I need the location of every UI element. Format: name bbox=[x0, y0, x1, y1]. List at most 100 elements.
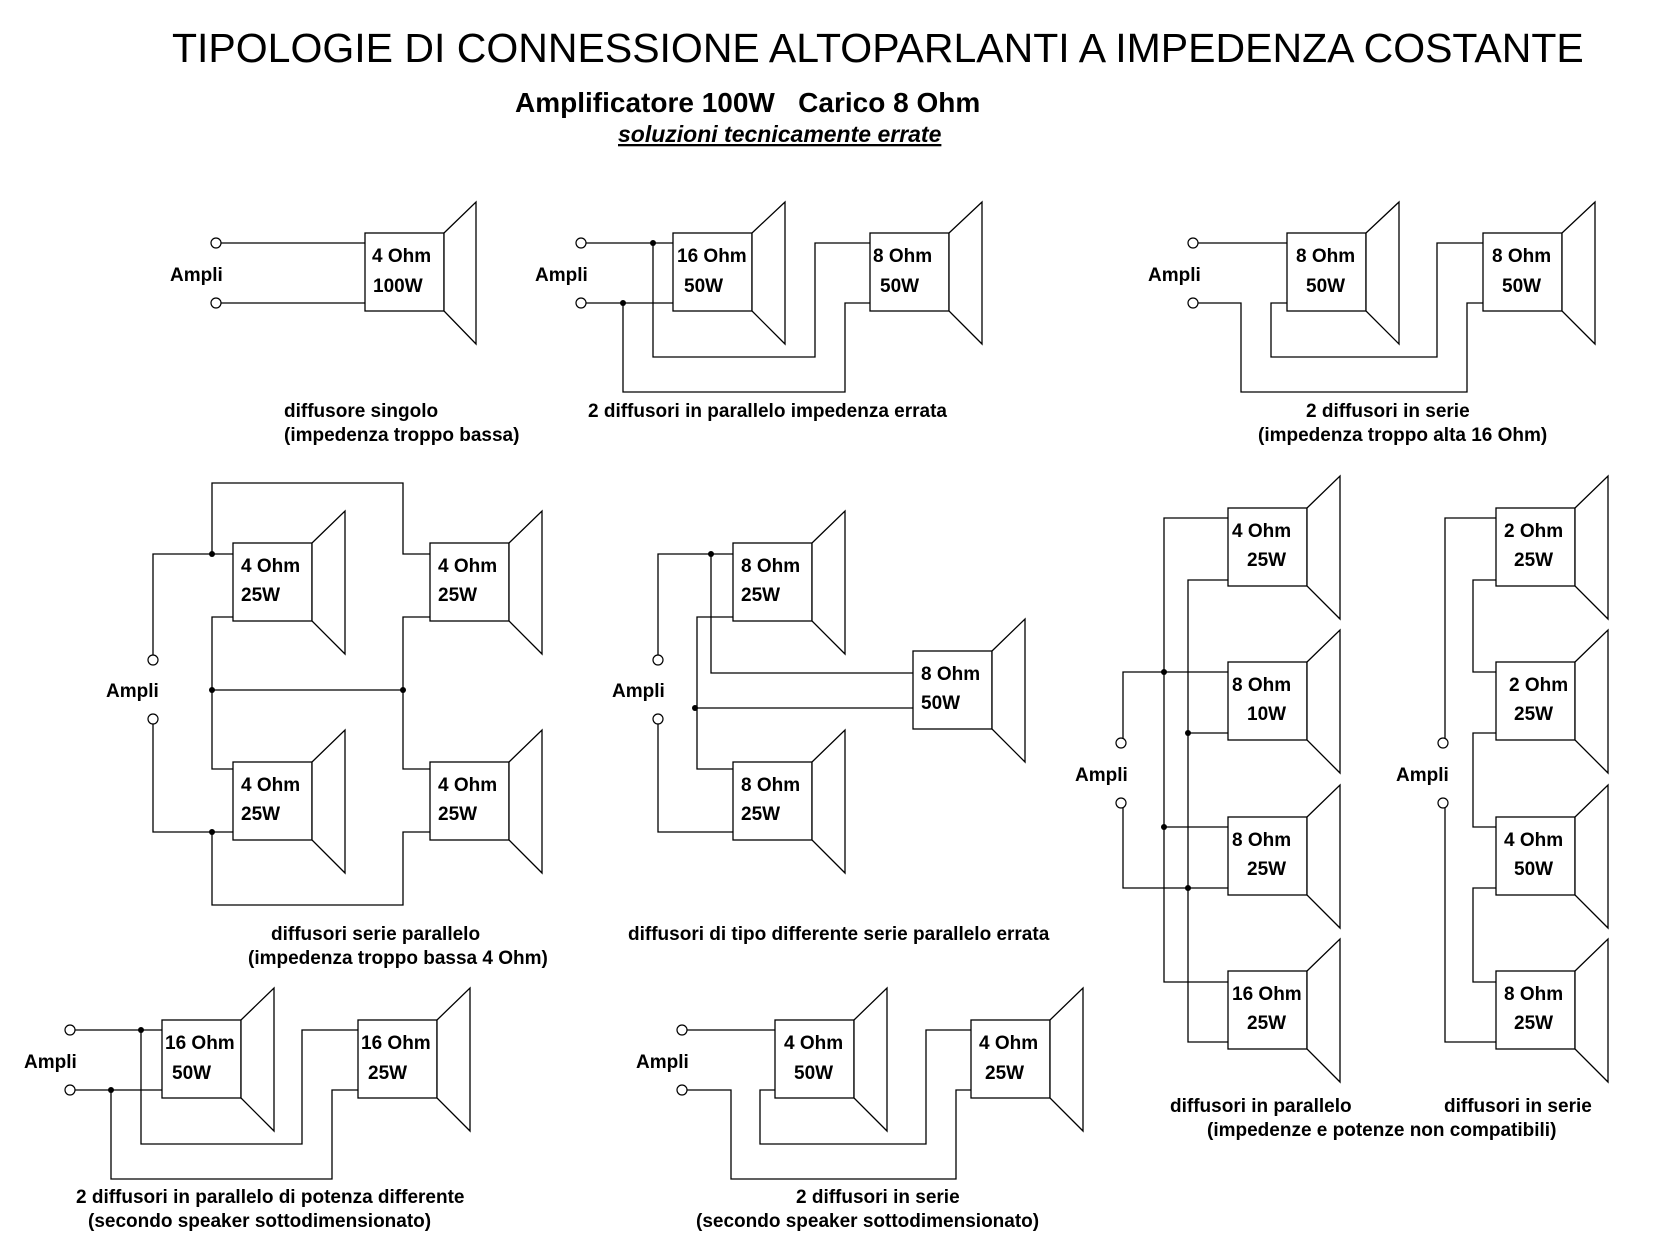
caption-line-1: 2 diffusori in serie bbox=[796, 1187, 960, 1208]
speaker-4: 4 Ohm 25W bbox=[429, 728, 543, 875]
svg-text:25W: 25W bbox=[1247, 550, 1286, 571]
speaker-3: 8 Ohm 25W bbox=[1227, 783, 1341, 930]
svg-text:4 Ohm: 4 Ohm bbox=[979, 1033, 1038, 1054]
svg-text:50W: 50W bbox=[794, 1063, 833, 1084]
speaker-1: 8 Ohm 50W bbox=[1286, 200, 1400, 346]
speaker-2: 4 Ohm 25W bbox=[970, 986, 1084, 1133]
diagram-parallel-wrong-impedance: 16 Ohm 50W 8 Ohm 50W Ampli 2 diffusori i… bbox=[535, 200, 983, 422]
amp-terminal-negative bbox=[1187, 297, 1199, 309]
svg-text:16 Ohm: 16 Ohm bbox=[1232, 984, 1302, 1005]
speaker-2: 2 Ohm 25W bbox=[1495, 628, 1609, 775]
svg-text:25W: 25W bbox=[1514, 1013, 1553, 1034]
svg-text:4 Ohm: 4 Ohm bbox=[784, 1033, 843, 1054]
caption-line-1: diffusori in parallelo bbox=[1170, 1096, 1352, 1117]
speaker-1: 2 Ohm 25W bbox=[1495, 474, 1609, 621]
diagram-series-parallel: 4 Ohm 25W 4 Ohm 25W 4 Ohm 25W 4 Ohm 25W … bbox=[106, 482, 548, 969]
amp-terminal-negative bbox=[64, 1084, 76, 1096]
amp-terminal-positive bbox=[676, 1024, 688, 1036]
caption-line-1: diffusori di tipo differente serie paral… bbox=[628, 924, 1050, 945]
svg-text:16 Ohm: 16 Ohm bbox=[361, 1033, 431, 1054]
speaker-1: 4 Ohm 50W bbox=[774, 986, 888, 1133]
svg-text:25W: 25W bbox=[1514, 550, 1553, 571]
ampli-label: Ampli bbox=[535, 265, 588, 286]
svg-text:50W: 50W bbox=[172, 1063, 211, 1084]
svg-text:8 Ohm: 8 Ohm bbox=[741, 556, 800, 577]
caption-line-2: (secondo speaker sottodimensionato) bbox=[88, 1211, 431, 1232]
svg-text:25W: 25W bbox=[1247, 859, 1286, 880]
amp-terminal-positive bbox=[147, 654, 159, 666]
svg-text:8 Ohm: 8 Ohm bbox=[921, 664, 980, 685]
speaker-3: 4 Ohm 50W bbox=[1495, 783, 1609, 930]
svg-text:25W: 25W bbox=[1514, 704, 1553, 725]
svg-text:8 Ohm: 8 Ohm bbox=[873, 246, 932, 267]
svg-text:2 Ohm: 2 Ohm bbox=[1504, 521, 1563, 542]
svg-text:50W: 50W bbox=[684, 276, 723, 297]
svg-text:16 Ohm: 16 Ohm bbox=[677, 246, 747, 267]
amp-terminal-positive bbox=[1187, 237, 1199, 249]
svg-text:25W: 25W bbox=[368, 1063, 407, 1084]
svg-text:4 Ohm: 4 Ohm bbox=[1232, 521, 1291, 542]
svg-text:50W: 50W bbox=[1514, 859, 1553, 880]
svg-text:50W: 50W bbox=[1502, 276, 1541, 297]
page-title: TIPOLOGIE DI CONNESSIONE ALTOPARLANTI A … bbox=[172, 25, 1584, 71]
page-subtitle-2: soluzioni tecnicamente errate bbox=[618, 121, 942, 147]
ampli-label: Ampli bbox=[1075, 765, 1128, 786]
caption-line-1: 2 diffusori in serie bbox=[1306, 401, 1470, 422]
svg-text:25W: 25W bbox=[985, 1063, 1024, 1084]
svg-text:25W: 25W bbox=[241, 804, 280, 825]
speaker-3: 4 Ohm 25W bbox=[232, 728, 346, 875]
svg-text:8 Ohm: 8 Ohm bbox=[741, 775, 800, 796]
speaker-4: 8 Ohm 25W bbox=[1495, 937, 1609, 1084]
svg-text:50W: 50W bbox=[921, 693, 960, 714]
svg-text:25W: 25W bbox=[438, 804, 477, 825]
speaker-1: 4 Ohm 25W bbox=[1227, 474, 1341, 621]
ampli-label: Ampli bbox=[170, 265, 223, 286]
caption-line-1: 2 diffusori in parallelo di potenza diff… bbox=[76, 1187, 465, 1208]
svg-text:8 Ohm: 8 Ohm bbox=[1232, 830, 1291, 851]
speaker-2: 8 Ohm 50W bbox=[912, 617, 1026, 764]
diagram-single-speaker: 4 Ohm 100W Ampli diffusore singolo (impe… bbox=[170, 200, 519, 446]
speaker-2: 8 Ohm 50W bbox=[1482, 200, 1596, 346]
speaker-1: 8 Ohm 25W bbox=[732, 509, 846, 656]
caption-line-1: diffusori in serie bbox=[1444, 1096, 1592, 1117]
ampli-label: Ampli bbox=[24, 1052, 77, 1073]
svg-text:4 Ohm: 4 Ohm bbox=[372, 246, 431, 267]
svg-text:25W: 25W bbox=[1247, 1013, 1286, 1034]
svg-text:50W: 50W bbox=[1306, 276, 1345, 297]
ampli-label: Ampli bbox=[636, 1052, 689, 1073]
speaker-1: 16 Ohm 50W bbox=[672, 200, 786, 346]
caption-line-1: diffusore singolo bbox=[284, 401, 438, 422]
ampli-label: Ampli bbox=[1396, 765, 1449, 786]
caption-line-2: (impedenza troppo alta 16 Ohm) bbox=[1258, 425, 1547, 446]
ampli-label: Ampli bbox=[612, 681, 665, 702]
svg-text:25W: 25W bbox=[741, 804, 780, 825]
ampli-label: Ampli bbox=[1148, 265, 1201, 286]
svg-text:25W: 25W bbox=[438, 585, 477, 606]
amp-terminal-negative bbox=[147, 713, 159, 725]
speaker-4: 16 Ohm 25W bbox=[1227, 937, 1341, 1084]
speaker-2: 8 Ohm 50W bbox=[869, 200, 983, 346]
svg-text:8 Ohm: 8 Ohm bbox=[1296, 246, 1355, 267]
speaker-2: 16 Ohm 25W bbox=[357, 986, 471, 1133]
speaker-1: 4 Ohm 100W bbox=[364, 200, 477, 346]
amp-terminal-positive bbox=[1437, 737, 1449, 749]
amp-terminal-positive bbox=[1115, 737, 1127, 749]
svg-text:8 Ohm: 8 Ohm bbox=[1232, 675, 1291, 696]
speaker-3: 8 Ohm 25W bbox=[732, 728, 846, 875]
speaker-2: 4 Ohm 25W bbox=[429, 509, 543, 656]
amp-terminal-negative bbox=[1437, 797, 1449, 809]
amp-terminal-negative bbox=[575, 297, 587, 309]
diagram-mixed-series-parallel: 8 Ohm 25W 8 Ohm 50W 8 Ohm 25W Ampli diff… bbox=[612, 509, 1050, 945]
diagram-series-too-high: 8 Ohm 50W 8 Ohm 50W Ampli 2 diffusori in… bbox=[1148, 200, 1596, 446]
caption-line-1: diffusori serie parallelo bbox=[271, 924, 480, 945]
caption-line-2: (impedenza troppo bassa) bbox=[284, 425, 519, 446]
svg-text:4 Ohm: 4 Ohm bbox=[438, 556, 497, 577]
diagram-parallel-incompatible: 4 Ohm 25W 8 Ohm 10W 8 Ohm 25W 16 Ohm 25W… bbox=[1075, 474, 1352, 1117]
amp-terminal-negative bbox=[676, 1084, 688, 1096]
svg-text:100W: 100W bbox=[373, 276, 423, 297]
speaker-1: 4 Ohm 25W bbox=[232, 509, 346, 656]
svg-text:16 Ohm: 16 Ohm bbox=[165, 1033, 235, 1054]
svg-text:4 Ohm: 4 Ohm bbox=[241, 775, 300, 796]
